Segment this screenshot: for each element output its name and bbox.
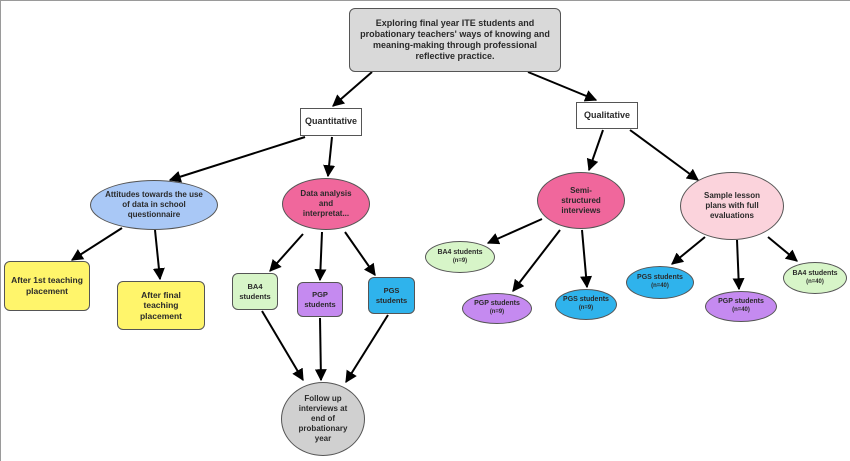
arrow-ba4-to-follow-up: [261, 310, 304, 382]
arrow-attitudes-to-after-first: [70, 227, 123, 261]
arrow-quantitative-to-attitudes: [168, 136, 306, 183]
follow-up-interviews-text: Follow up interviews at end of probation…: [298, 394, 348, 443]
after-final-placement-text: After final teaching placement: [139, 289, 183, 321]
semi-structured-interviews-ellipse: Semi-structured interviews: [537, 172, 625, 229]
quantitative-label: Quantitative: [304, 116, 357, 127]
arrow-qualitative-to-lesson-plans: [629, 129, 699, 181]
qualitative-box: Qualitative: [576, 102, 638, 129]
pgs-students-quant-box: PGS students: [368, 277, 415, 314]
data-analysis-text: Data analysis and interpretat...: [300, 189, 352, 218]
qualitative-label: Qualitative: [583, 109, 630, 120]
ba4-students-lesson-text: BA4 students: [792, 269, 838, 277]
arrow-data-to-pgp: [314, 231, 327, 282]
pgp-students-semi-ellipse: PGP students (n=9): [462, 293, 532, 324]
arrow-semi-to-pgp: [512, 229, 561, 292]
pgs-students-lesson-text: PGS students: [637, 274, 683, 282]
ba4-students-lesson-ellipse: BA4 students (n=40): [783, 262, 847, 294]
arrow-quantitative-to-data-analysis: [323, 136, 336, 178]
pgp-students-lesson-text: PGP students: [718, 298, 764, 306]
arrow-pgs-to-follow-up: [345, 314, 389, 384]
ba4-students-semi-text: BA4 students: [437, 248, 483, 256]
arrow-attitudes-to-after-final: [152, 229, 165, 281]
pgs-students-lesson-ellipse: PGS students (n=40): [626, 266, 694, 299]
attitudes-ellipse: Attitudes towards the use of data in sch…: [90, 180, 218, 230]
pgs-students-quant-text: PGS students: [375, 286, 408, 305]
pgp-students-lesson-ellipse: PGP students (n=40): [705, 291, 777, 322]
sample-lesson-plans-text: Sample lesson plans with full evaluation…: [703, 191, 761, 220]
ba4-students-semi-ellipse: BA4 students (n=9): [425, 241, 495, 273]
data-analysis-ellipse: Data analysis and interpretat...: [282, 178, 370, 230]
arrow-semi-to-pgs: [580, 229, 593, 289]
ba4-students-quant-text: BA4 students: [239, 282, 271, 301]
pgs-students-lesson-count: (n=40): [651, 283, 669, 290]
ba4-students-quant-box: BA4 students: [232, 273, 278, 310]
arrow-lesson-to-pgs: [671, 236, 706, 265]
semi-structured-interviews-text: Semi-structured interviews: [561, 185, 601, 215]
ba4-students-lesson-count: (n=40): [806, 278, 824, 285]
pgp-students-lesson-count: (n=40): [732, 307, 750, 314]
arrow-root-to-quantitative: [332, 71, 373, 107]
sample-lesson-plans-ellipse: Sample lesson plans with full evaluation…: [680, 172, 784, 240]
root-text: Exploring final year ITE students and pr…: [360, 17, 550, 62]
arrow-data-to-pgs: [344, 231, 376, 276]
arrow-lesson-to-pgp: [732, 239, 745, 291]
pgp-students-quant-box: PGP students: [297, 282, 343, 317]
root-box: Exploring final year ITE students and pr…: [349, 8, 561, 72]
arrow-pgp-to-follow-up: [314, 317, 327, 382]
pgp-students-semi-text: PGP students: [474, 300, 520, 308]
arrow-data-to-ba4: [269, 233, 304, 272]
pgp-students-semi-count: (n=9): [489, 309, 505, 316]
follow-up-interviews-ellipse: Follow up interviews at end of probation…: [281, 382, 365, 456]
arrow-root-to-qualitative: [527, 71, 598, 102]
pgs-students-semi-ellipse: PGS students (n=9): [555, 289, 617, 320]
pgp-students-quant-text: PGP students: [304, 290, 336, 309]
arrow-lesson-to-ba4: [767, 236, 798, 262]
ba4-students-semi-count: (n=9): [452, 257, 468, 264]
attitudes-text: Attitudes towards the use of data in sch…: [105, 190, 203, 219]
after-first-placement-text: After 1st teaching placement: [11, 275, 83, 296]
arrow-semi-to-ba4: [486, 218, 543, 245]
pgs-students-semi-text: PGS students: [563, 296, 609, 304]
arrow-qualitative-to-semi: [586, 129, 604, 172]
after-final-placement-box: After final teaching placement: [117, 281, 205, 330]
pgs-students-semi-count: (n=9): [578, 305, 594, 312]
after-first-placement-box: After 1st teaching placement: [4, 261, 90, 311]
quantitative-box: Quantitative: [300, 108, 362, 136]
